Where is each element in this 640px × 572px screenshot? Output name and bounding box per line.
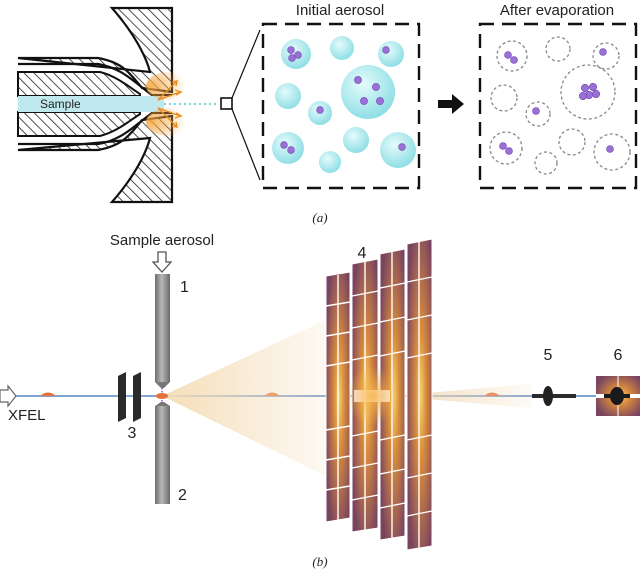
label-6: 6	[614, 347, 623, 364]
evaporation-arrow	[438, 94, 464, 114]
label-5: 5	[544, 347, 553, 364]
forward-cone	[390, 384, 532, 408]
zoom-square	[220, 97, 233, 110]
zoom-line-upper	[231, 29, 261, 99]
panel-a: Sample Initial aerosol	[17, 2, 638, 225]
aerosol-inlet-arrow	[151, 251, 173, 273]
injector-lower-rod	[155, 406, 170, 504]
droplet	[380, 132, 416, 168]
initial-aerosol-box	[261, 22, 421, 190]
droplet	[319, 151, 341, 173]
nozzle-lower-hatch	[17, 111, 141, 137]
pulse	[40, 392, 56, 396]
interaction-point	[156, 393, 168, 399]
injector-lower-tip	[155, 402, 170, 406]
droplet	[343, 127, 369, 153]
after-evaporation-shells	[489, 36, 631, 175]
sample-channel	[18, 96, 164, 112]
pixel-detector	[325, 238, 433, 551]
after-evaporation-box	[478, 22, 638, 190]
caption-a: (a)	[312, 210, 327, 225]
zoom-line-lower	[231, 108, 261, 181]
spray-arrows	[157, 80, 183, 128]
droplet	[341, 65, 395, 119]
beam-stop-rod	[532, 394, 576, 398]
aperture-pair	[118, 372, 141, 422]
nozzle-sample-label: Sample	[40, 97, 81, 111]
label-3: 3	[128, 425, 137, 442]
nozzle-lower-block	[17, 114, 174, 204]
nozzle-upper-block	[17, 6, 174, 94]
injector-upper-tip	[155, 382, 170, 388]
sample-aerosol-label: Sample aerosol	[110, 232, 214, 249]
droplet	[378, 41, 404, 67]
rear-detector	[596, 376, 640, 416]
xfel-beam-arrow	[0, 384, 17, 408]
after-evaporation-particles	[499, 48, 614, 155]
after-evaporation-title: After evaporation	[500, 2, 614, 19]
initial-aerosol-title: Initial aerosol	[296, 2, 384, 19]
panel-b: Sample aerosol XFEL 3 1 2	[0, 232, 640, 569]
beam-stop	[532, 386, 576, 406]
injector-upper-rod	[155, 274, 170, 382]
caption-b: (b)	[312, 554, 327, 569]
droplet	[330, 36, 354, 60]
detector-hot-spot	[346, 366, 398, 426]
scatter-cone	[162, 318, 330, 478]
label-2: 2	[178, 487, 187, 504]
xfel-label: XFEL	[8, 407, 46, 424]
label-4: 4	[358, 245, 367, 262]
droplet	[275, 83, 301, 109]
nozzle-upper-hatch	[17, 71, 141, 97]
initial-aerosol-particles	[280, 46, 406, 154]
label-1: 1	[180, 279, 189, 296]
beam-stop-disc	[543, 386, 553, 406]
